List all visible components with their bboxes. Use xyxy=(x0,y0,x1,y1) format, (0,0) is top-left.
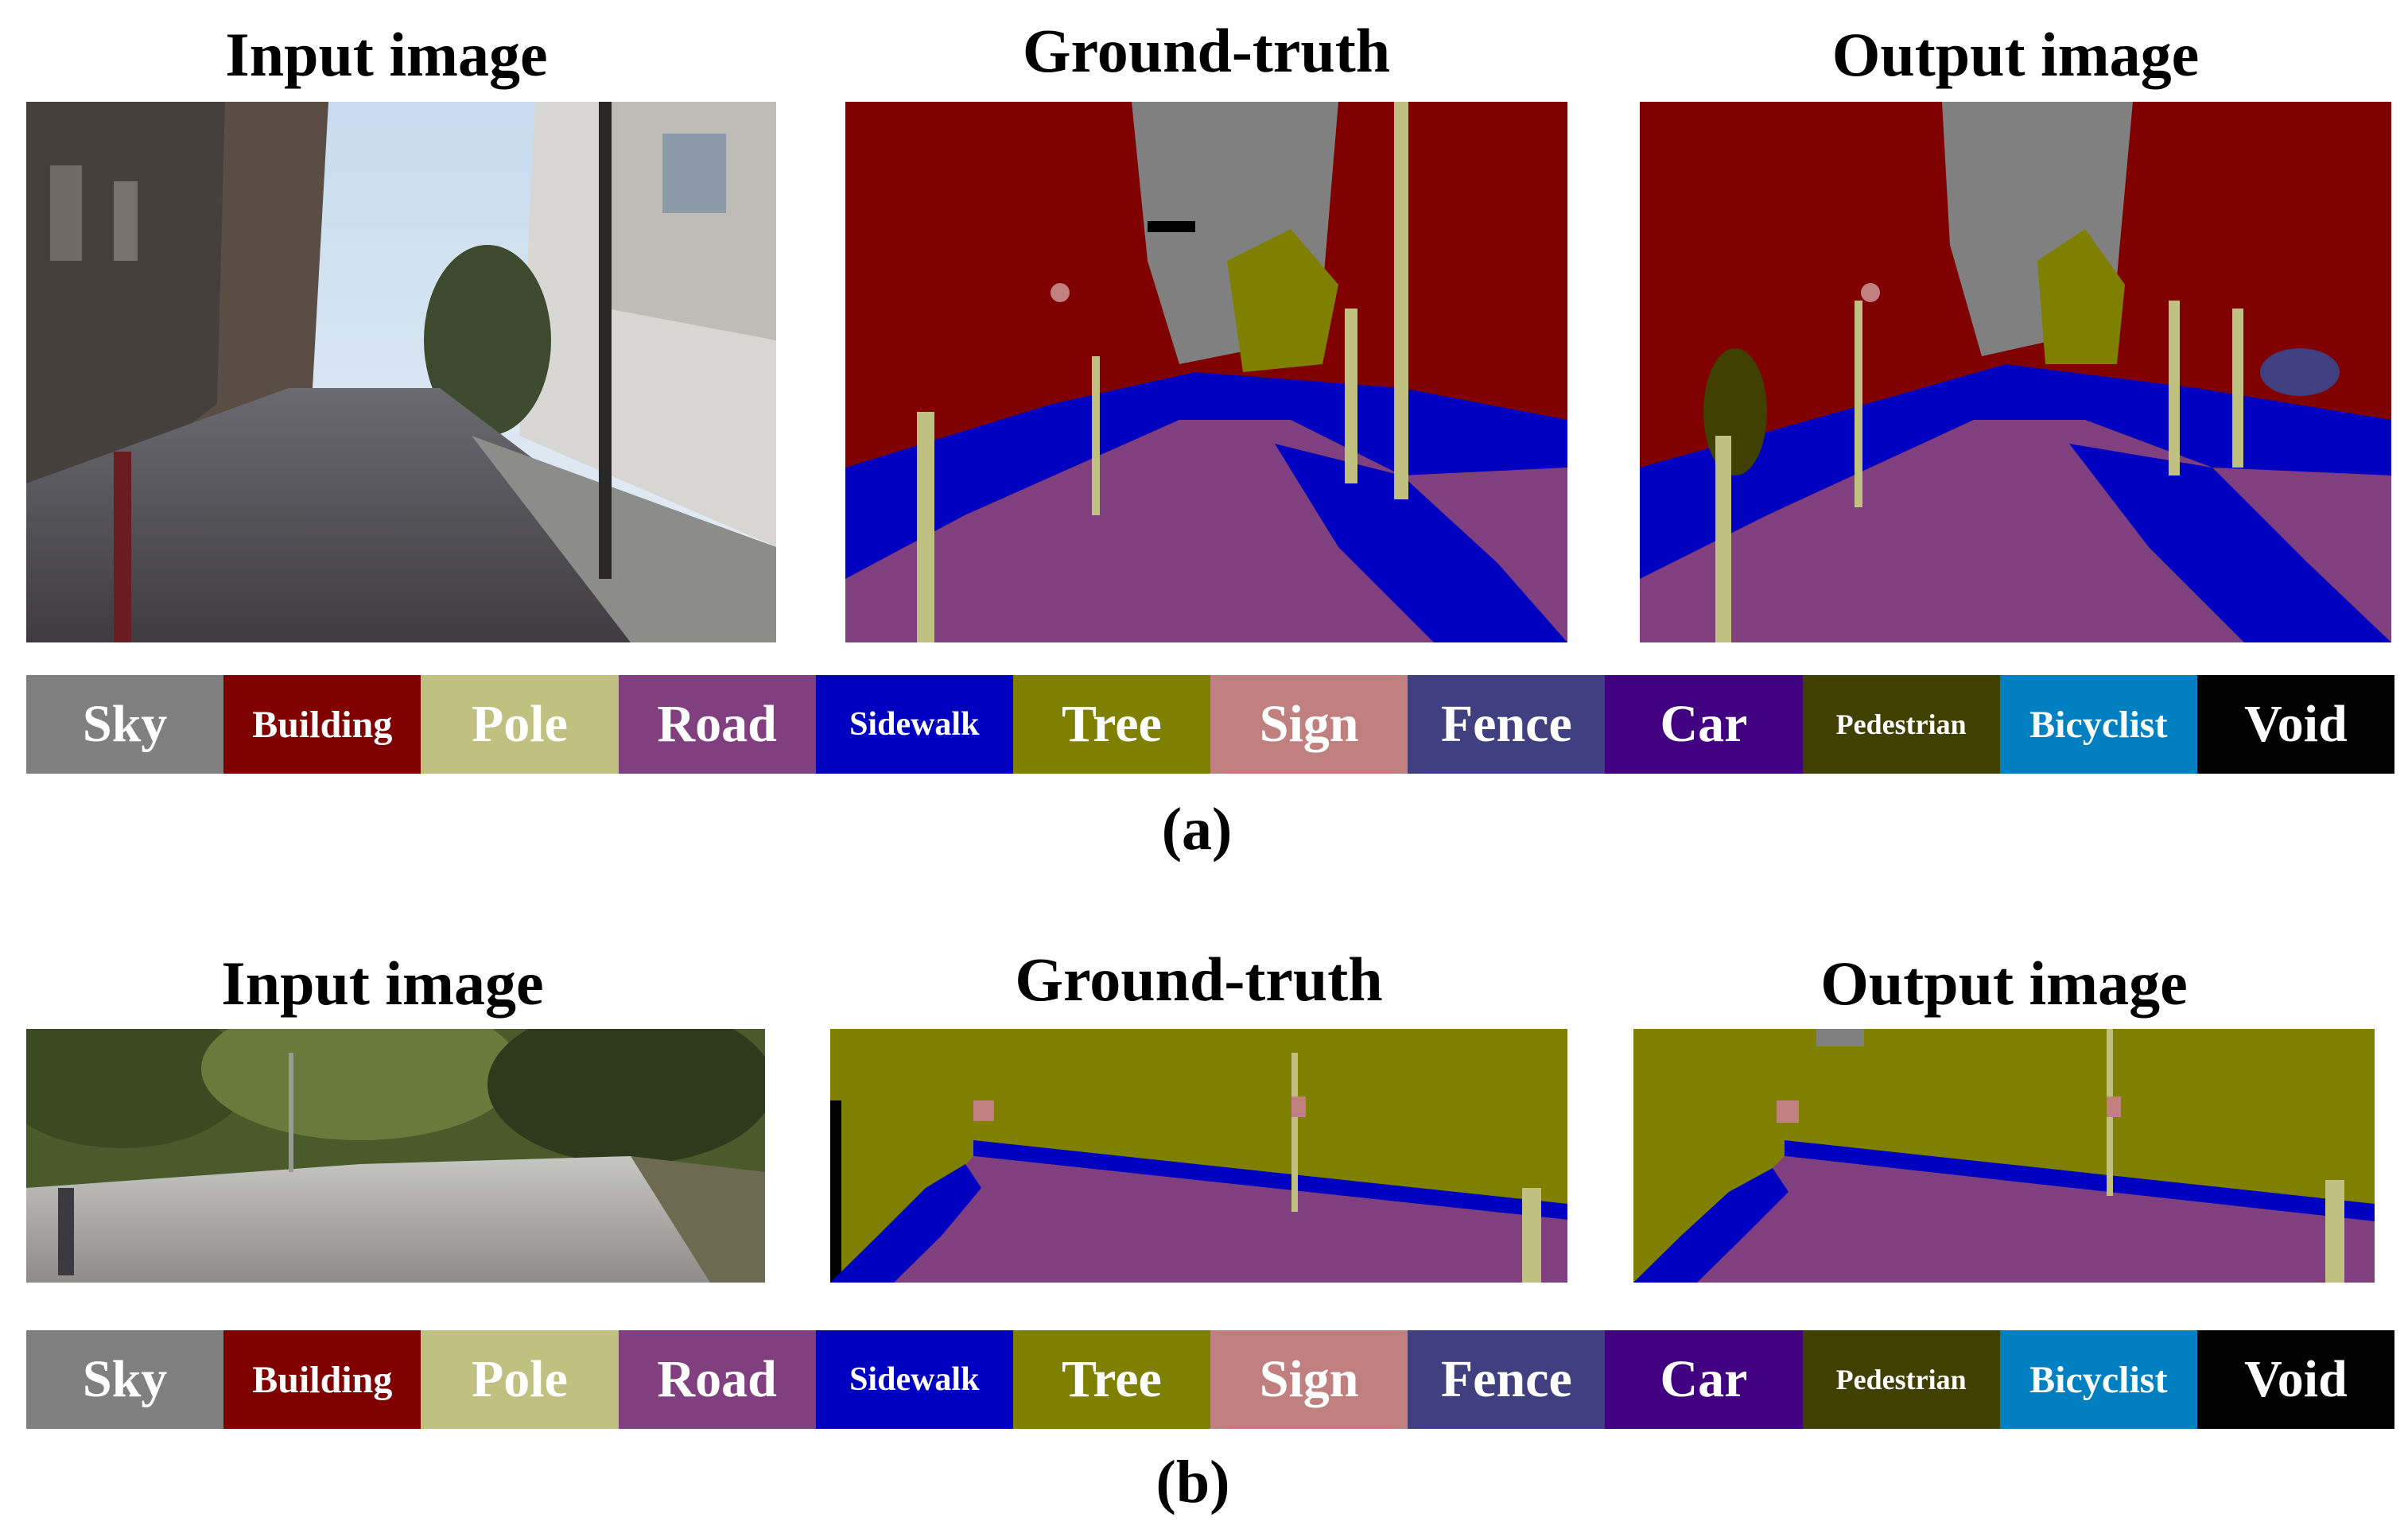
legend-a-car-label: Car xyxy=(1660,695,1748,753)
legend-b-tree: Tree xyxy=(1012,1330,1211,1429)
legend-b-road: Road xyxy=(618,1330,816,1429)
title-b-output: Output image xyxy=(1820,949,2188,1018)
legend-a-tree: Tree xyxy=(1012,675,1211,774)
legend-b-sign: Sign xyxy=(1210,1330,1408,1429)
output-image-b xyxy=(1633,1029,2375,1283)
legend-a-fence: Fence xyxy=(1408,675,1606,774)
input-image-b xyxy=(26,1029,765,1283)
legend-b-road-label: Road xyxy=(657,1350,777,1408)
legend-a-tree-label: Tree xyxy=(1062,695,1162,753)
legend-b: Sky Building Pole Road Sidewalk Tree Sig… xyxy=(26,1330,2395,1429)
legend-a: Sky Building Pole Road Sidewalk Tree Sig… xyxy=(26,675,2395,774)
legend-b-bicyclist-label: Bicyclist xyxy=(2029,1358,2168,1401)
caption-b: (b) xyxy=(1155,1449,1230,1516)
legend-b-fence-label: Fence xyxy=(1440,1350,1572,1408)
title-a-ground-truth: Ground-truth xyxy=(1022,16,1391,85)
legend-a-pole: Pole xyxy=(421,675,619,774)
legend-b-pedestrian: Pedestrian xyxy=(1802,1330,2000,1429)
legend-b-pedestrian-label: Pedestrian xyxy=(1835,1364,1967,1395)
legend-a-building: Building xyxy=(223,675,421,774)
legend-b-tree-label: Tree xyxy=(1062,1350,1162,1408)
legend-a-pedestrian: Pedestrian xyxy=(1802,675,2000,774)
ground-truth-a xyxy=(845,102,1567,642)
legend-a-sign-label: Sign xyxy=(1259,695,1359,753)
legend-a-sidewalk-label: Sidewalk xyxy=(849,706,980,743)
legend-b-car: Car xyxy=(1605,1330,1803,1429)
legend-a-car: Car xyxy=(1605,675,1803,774)
legend-b-void-label: Void xyxy=(2244,1350,2348,1408)
legend-b-pole-label: Pole xyxy=(471,1350,568,1408)
input-image-a xyxy=(26,102,776,642)
legend-b-void: Void xyxy=(2196,1330,2395,1429)
legend-b-building: Building xyxy=(223,1330,421,1429)
title-a-output: Output image xyxy=(1831,20,2200,89)
legend-a-void-label: Void xyxy=(2244,695,2348,753)
legend-b-sign-label: Sign xyxy=(1259,1350,1359,1408)
legend-a-sky: Sky xyxy=(26,675,224,774)
legend-a-sky-label: Sky xyxy=(82,695,168,753)
legend-a-bicyclist-label: Bicyclist xyxy=(2029,703,2168,746)
legend-b-sidewalk-label: Sidewalk xyxy=(849,1361,980,1398)
caption-a: (a) xyxy=(1161,796,1233,863)
legend-b-fence: Fence xyxy=(1408,1330,1606,1429)
legend-b-sidewalk: Sidewalk xyxy=(815,1330,1013,1429)
legend-a-pedestrian-label: Pedestrian xyxy=(1835,708,1967,740)
legend-a-void: Void xyxy=(2196,675,2395,774)
output-image-a xyxy=(1640,102,2391,642)
legend-b-pole: Pole xyxy=(421,1330,619,1429)
legend-a-building-label: Building xyxy=(252,703,393,746)
legend-b-car-label: Car xyxy=(1660,1350,1748,1408)
legend-a-road-label: Road xyxy=(657,695,777,753)
legend-b-sky-label: Sky xyxy=(82,1350,168,1408)
legend-b-sky: Sky xyxy=(26,1330,224,1429)
title-a-input: Input image xyxy=(225,20,548,89)
legend-a-sidewalk: Sidewalk xyxy=(815,675,1013,774)
legend-a-fence-label: Fence xyxy=(1440,695,1572,753)
title-b-input: Input image xyxy=(221,949,544,1018)
title-b-ground-truth: Ground-truth xyxy=(1015,945,1383,1014)
legend-b-bicyclist: Bicyclist xyxy=(1999,1330,2197,1429)
ground-truth-b xyxy=(830,1029,1567,1283)
legend-a-road: Road xyxy=(618,675,816,774)
legend-a-bicyclist: Bicyclist xyxy=(1999,675,2197,774)
legend-a-pole-label: Pole xyxy=(471,695,568,753)
legend-b-building-label: Building xyxy=(252,1358,393,1401)
legend-a-sign: Sign xyxy=(1210,675,1408,774)
